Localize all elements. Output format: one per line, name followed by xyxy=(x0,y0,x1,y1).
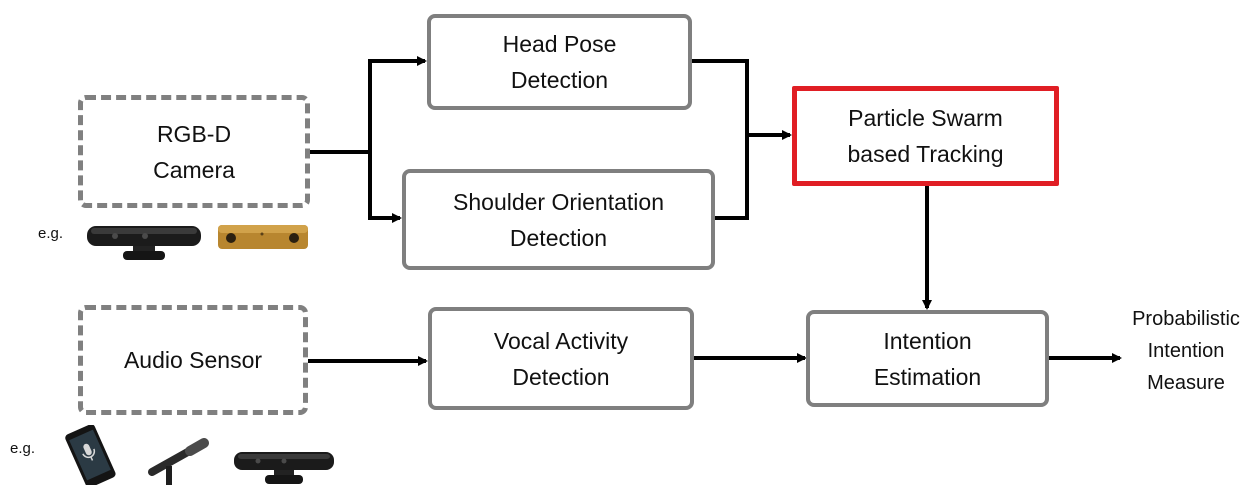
output-line-3: Measure xyxy=(1147,372,1225,394)
rgbd-camera-box: RGB-D Camera xyxy=(78,95,310,208)
vocal-activity-box: Vocal Activity Detection xyxy=(428,307,694,410)
arrow-camera-to-head-pose xyxy=(310,56,427,154)
intention-line-2: Estimation xyxy=(873,363,982,390)
kinect-sensor-icon xyxy=(234,452,334,484)
rgbd-camera-line-1: RGB-D xyxy=(156,120,232,147)
audio-sensor-box: Audio Sensor xyxy=(78,305,308,415)
handheld-microphone-icon xyxy=(148,438,209,485)
vocal-line-2: Detection xyxy=(512,363,610,390)
output-line-1: Probabilistic xyxy=(1132,308,1240,330)
output-line-2: Intention xyxy=(1147,340,1225,362)
stereo-camera-icon xyxy=(218,225,308,249)
arrow-camera-to-shoulder xyxy=(368,152,402,223)
head-pose-line-2: Detection xyxy=(510,67,609,93)
audio-sensor-label: Audio Sensor xyxy=(123,347,263,373)
camera-examples-label: e.g. xyxy=(38,225,64,242)
head-pose-line-1: Head Pose xyxy=(502,31,617,57)
particle-swarm-tracking-box: Particle Swarm based Tracking xyxy=(792,86,1059,186)
rgbd-camera-line-2: Camera xyxy=(153,156,235,183)
head-pose-box: Head Pose Detection xyxy=(427,14,692,110)
kinect-sensor-icon xyxy=(87,226,201,260)
arrow-head-pose-to-tracking xyxy=(690,59,792,140)
shoulder-line-2: Detection xyxy=(509,224,608,251)
arrow-shoulder-to-tracking xyxy=(713,135,749,220)
particle-swarm-line-1: Particle Swarm xyxy=(848,105,1003,131)
shoulder-line-1: Shoulder Orientation xyxy=(453,188,664,215)
smartphone-microphone-icon xyxy=(65,425,116,485)
intention-line-1: Intention xyxy=(883,327,972,354)
audio-examples-label: e.g. xyxy=(10,440,36,457)
probabilistic-intention-output: Probabilistic Intention Measure xyxy=(1118,303,1254,399)
vocal-line-1: Vocal Activity xyxy=(493,327,629,354)
intention-estimation-box: Intention Estimation xyxy=(806,310,1049,407)
shoulder-orientation-box: Shoulder Orientation Detection xyxy=(402,169,715,270)
particle-swarm-line-2: based Tracking xyxy=(847,141,1004,167)
